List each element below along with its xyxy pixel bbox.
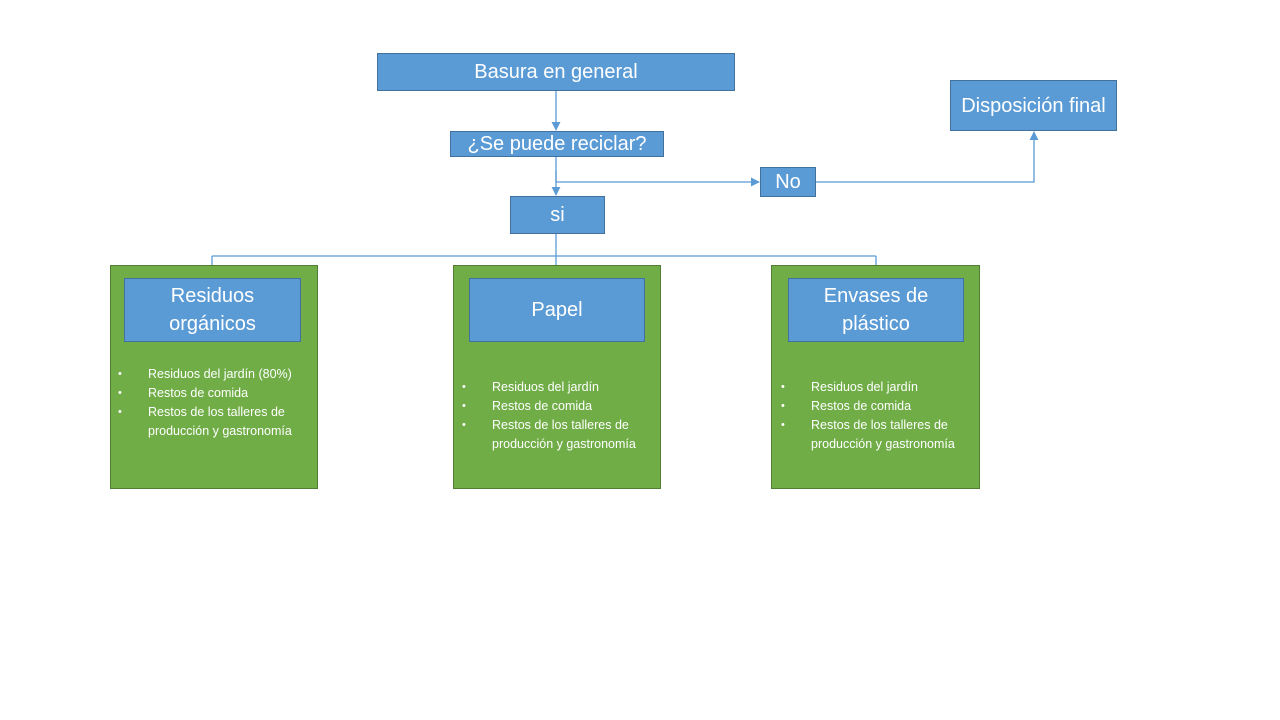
category-list-organicos: Residuos del jardín (80%) Restos de comi… <box>118 365 312 441</box>
category-title-label: Residuos orgánicos <box>169 285 256 335</box>
category-list-plastico: Residuos del jardín Restos de comida Res… <box>781 378 975 454</box>
final-node-label: Disposición final <box>961 94 1106 117</box>
list-item: Restos de comida <box>781 397 975 416</box>
list-item: Restos de los talleres de producción y g… <box>118 403 312 441</box>
category-title-organicos: Residuos orgánicos <box>124 278 301 342</box>
question-node-label: ¿Se puede reciclar? <box>467 133 647 155</box>
final-node: Disposición final <box>950 80 1117 131</box>
no-node-label: No <box>775 171 801 193</box>
root-node-label: Basura en general <box>474 61 638 83</box>
list-item: Residuos del jardín <box>462 378 656 397</box>
connector-question-no <box>555 170 760 187</box>
list-item: Residuos del jardín <box>781 378 975 397</box>
yes-node-label: si <box>550 204 565 226</box>
yes-node: si <box>510 196 605 234</box>
category-title-papel: Papel <box>469 278 645 342</box>
no-node: No <box>760 167 816 197</box>
category-title-label: Papel <box>531 299 583 321</box>
category-list-papel: Residuos del jardín Restos de comida Res… <box>462 378 656 454</box>
connector-no-final <box>816 131 1039 183</box>
category-title-plastico: Envases de plástico <box>788 278 964 342</box>
root-node: Basura en general <box>377 53 735 91</box>
list-item: Restos de comida <box>462 397 656 416</box>
category-title-label: Envases de plástico <box>823 285 929 335</box>
list-item: Restos de comida <box>118 384 312 403</box>
list-item: Residuos del jardín (80%) <box>118 365 312 384</box>
question-node: ¿Se puede reciclar? <box>450 131 664 157</box>
list-item: Restos de los talleres de producción y g… <box>462 416 656 454</box>
list-item: Restos de los talleres de producción y g… <box>781 416 975 454</box>
